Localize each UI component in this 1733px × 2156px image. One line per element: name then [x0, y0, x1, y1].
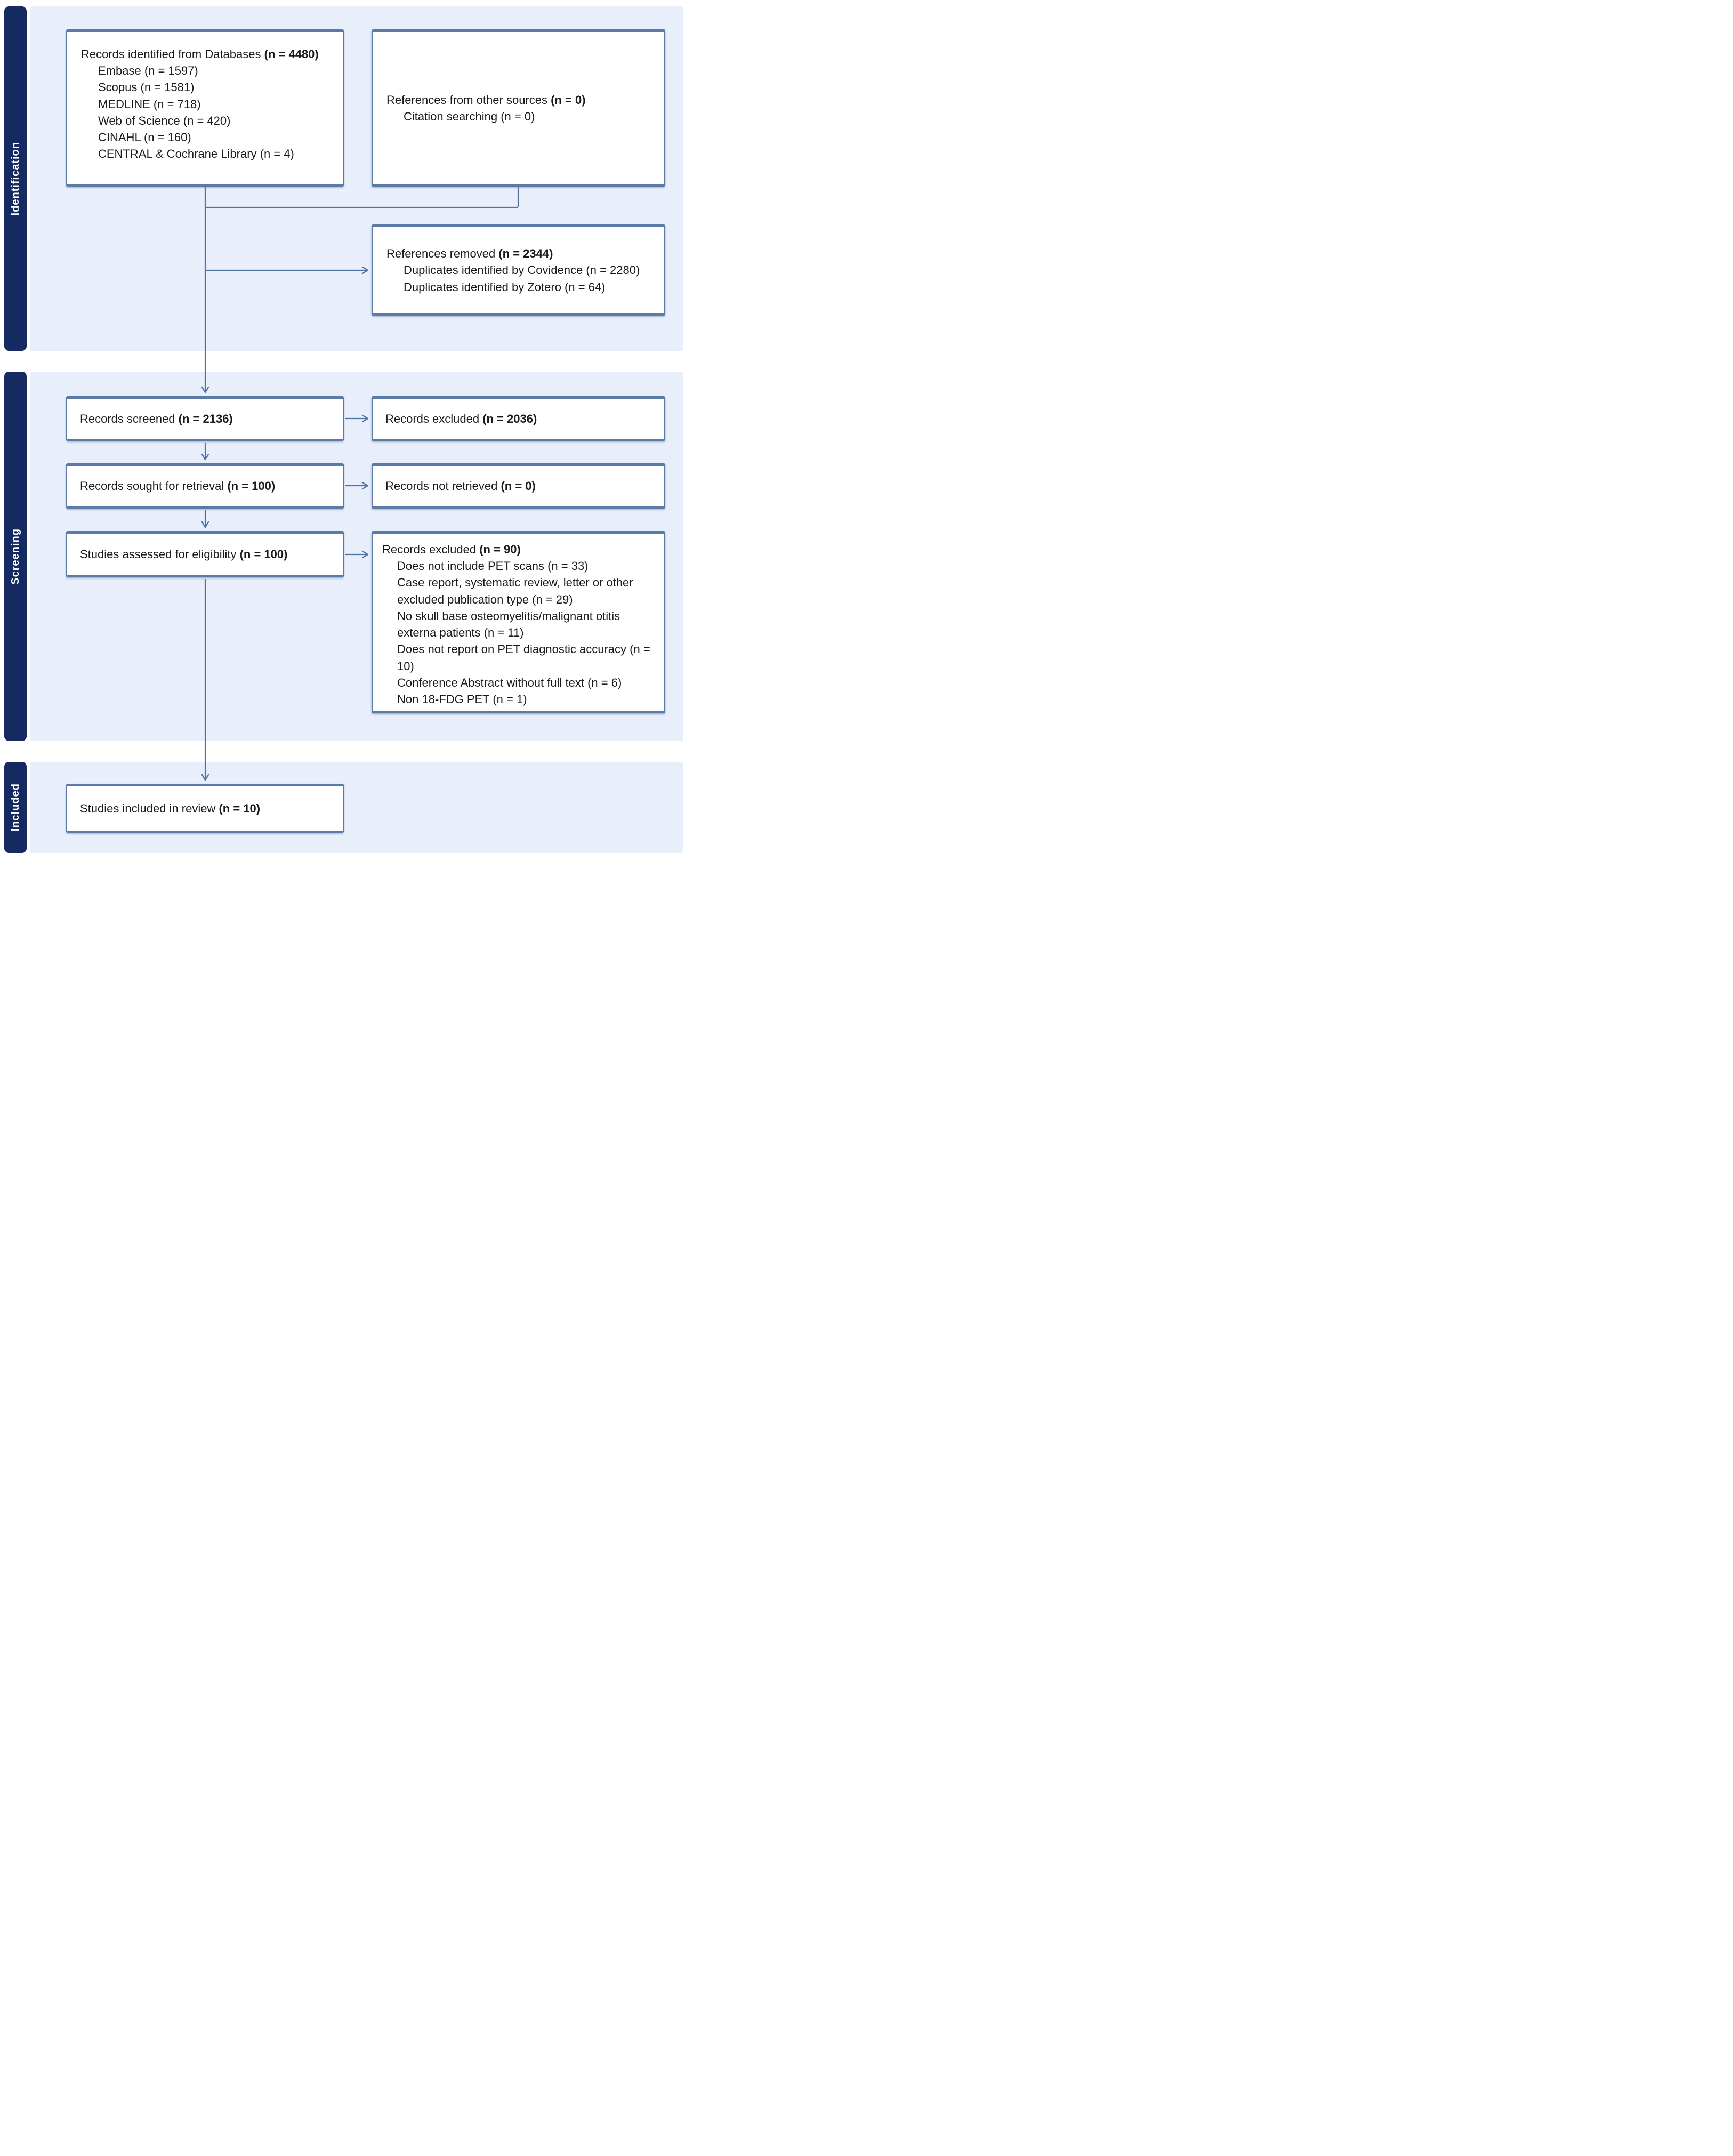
box-count: (n = 2344): [498, 247, 553, 261]
studies-assessed-box: Studies assessed for eligibility (n = 10…: [66, 531, 344, 577]
box-count: (n = 10): [219, 801, 261, 815]
box-count: (n = 2136): [178, 412, 233, 425]
prisma-flow-diagram: Identification Screening Included Record…: [0, 0, 693, 862]
box-label: References removed: [386, 247, 499, 261]
records-excluded-eligibility-box: Records excluded (n = 90) Does not inclu…: [372, 531, 665, 713]
flow-connectors: [201, 187, 519, 781]
connector-sources-join: [205, 187, 519, 208]
records-identified-box: Records identified from Databases (n = 4…: [66, 29, 344, 187]
list-item: Duplicates identified by Covidence (n = …: [404, 263, 640, 277]
box-count: (n = 4480): [264, 47, 319, 61]
box-label: Records sought for retrieval: [80, 479, 228, 493]
records-excluded-screening-box: Records excluded (n = 2036): [372, 396, 665, 441]
list-item: Embase (n = 1597): [98, 64, 198, 78]
list-item: Duplicates identified by Zotero (n = 64): [404, 280, 606, 294]
records-not-retrieved-box: Records not retrieved (n = 0): [372, 463, 665, 509]
list-item: Citation searching (n = 0): [404, 110, 535, 123]
box-count: (n = 90): [479, 543, 521, 556]
list-item: Does not include PET scans (n = 33): [397, 559, 589, 573]
references-removed-box: References removed (n = 2344) Duplicates…: [372, 224, 665, 316]
list-item: Web of Science (n = 420): [98, 114, 231, 127]
list-item: Does not report on PET diagnostic accura…: [397, 642, 650, 673]
studies-included-box: Studies included in review (n = 10): [66, 784, 344, 833]
box-label: Records excluded: [382, 543, 480, 556]
box-label: Studies included in review: [80, 801, 219, 815]
list-item: Non 18-FDG PET (n = 1): [397, 693, 527, 706]
records-screened-box: Records screened (n = 2136): [66, 396, 344, 441]
box-label: Records not retrieved: [385, 479, 501, 493]
list-item: MEDLINE (n = 718): [98, 97, 201, 111]
sidebar-label-identification: Identification: [4, 6, 27, 351]
box-count: (n = 100): [227, 479, 276, 493]
box-count: (n = 2036): [482, 412, 537, 425]
list-item: No skull base osteomyelitis/malignant ot…: [397, 609, 620, 640]
box-label: Studies assessed for eligibility: [80, 548, 240, 561]
box-label: Records screened: [80, 412, 179, 425]
records-sought-box: Records sought for retrieval (n = 100): [66, 463, 344, 509]
other-sources-box: References from other sources (n = 0) Ci…: [372, 29, 665, 187]
list-item: CINAHL (n = 160): [98, 131, 191, 144]
list-item: Conference Abstract without full text (n…: [397, 675, 622, 689]
list-item: Case report, systematic review, letter o…: [397, 576, 633, 606]
box-label: Records excluded: [385, 412, 483, 425]
sidebar-label-screening: Screening: [4, 372, 27, 741]
box-label: References from other sources: [386, 93, 551, 107]
box-label: Records identified from Databases: [81, 47, 264, 61]
box-count: (n = 0): [551, 93, 586, 107]
list-item: Scopus (n = 1581): [98, 81, 195, 94]
box-count: (n = 0): [501, 479, 536, 493]
box-count: (n = 100): [239, 548, 288, 561]
list-item: CENTRAL & Cochrane Library (n = 4): [98, 147, 294, 161]
sidebar-label-included: Included: [4, 762, 27, 853]
